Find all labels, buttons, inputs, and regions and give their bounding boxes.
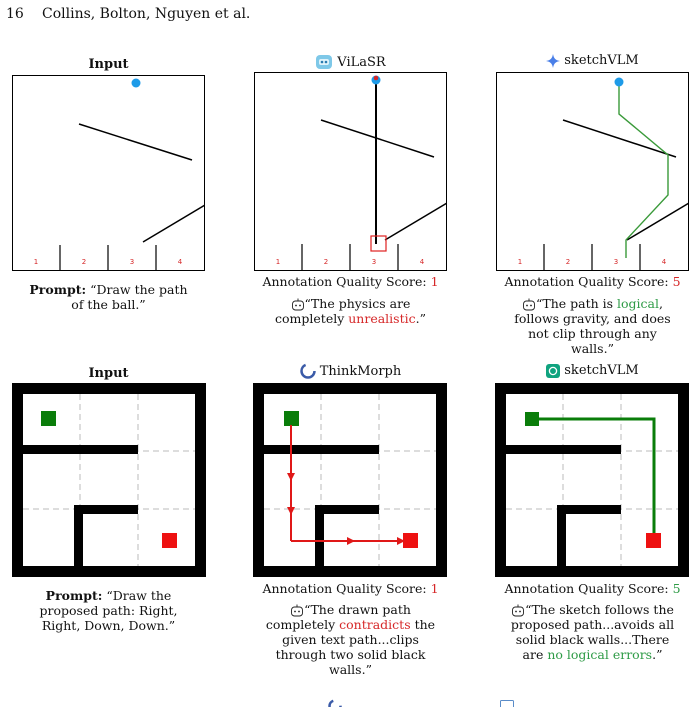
- row2-prompt: Prompt: “Draw the proposed path: Right, …: [39, 588, 178, 633]
- bin-label: 1: [518, 258, 522, 266]
- bin-label: 2: [82, 258, 86, 266]
- judge-robot-icon: [291, 604, 304, 617]
- row1-input-title: Input: [88, 57, 129, 72]
- bin-label: 2: [324, 258, 328, 266]
- goal-square: [646, 533, 661, 548]
- goal-square: [403, 533, 418, 548]
- row2-input-maze: [12, 383, 206, 577]
- predicted-path: [618, 82, 669, 258]
- bin-label: 1: [34, 258, 38, 266]
- bin-label: 2: [566, 258, 570, 266]
- start-square: [284, 411, 299, 426]
- start-square: [525, 412, 539, 426]
- row2-thinkmorph-title: ThinkMorph: [254, 363, 447, 379]
- bin-label: 3: [130, 258, 134, 266]
- annotation-box: [370, 235, 387, 252]
- judge-robot-icon: [523, 298, 535, 311]
- row2-thinkmorph-score: Annotation Quality Score: 1: [262, 581, 439, 596]
- row2-thinkmorph-comment: “The drawn path completely contradicts t…: [265, 602, 436, 677]
- row1-input-panel: 1 2 3 4: [12, 75, 205, 271]
- bin-label: 4: [662, 258, 667, 266]
- bin-label: 3: [614, 258, 618, 266]
- predicted-path: [287, 425, 405, 545]
- row2-input-title: Input: [88, 366, 129, 381]
- start-square: [41, 411, 56, 426]
- row2-thinkmorph-maze: [253, 383, 447, 577]
- row2-sketchvlm-title: sketchVLM: [496, 363, 689, 378]
- ball: [614, 77, 624, 87]
- row1-vilasr-score: Annotation Quality Score: 1: [262, 274, 439, 289]
- goal-square: [162, 533, 177, 548]
- row1-sketchvlm-score: Annotation Quality Score: 5: [504, 274, 681, 289]
- page-number: 16: [6, 6, 24, 22]
- bin-label: 4: [178, 258, 183, 266]
- thinkmorph-logo-icon: [328, 699, 342, 707]
- row2-sketchvlm-comment: “The sketch follows the proposed path...…: [510, 602, 675, 662]
- robot-icon: [316, 55, 333, 69]
- bin-label: 4: [420, 258, 425, 266]
- row1-sketchvlm-comment: “The path is logical, follows gravity, a…: [514, 296, 671, 356]
- running-authors: Collins, Bolton, Nguyen et al.: [42, 6, 251, 22]
- row2-sketchvlm-score: Annotation Quality Score: 5: [504, 581, 681, 596]
- ball: [131, 78, 141, 88]
- robot-icon: [500, 700, 514, 707]
- row1-sketchvlm-panel: 1 2 3 4: [496, 72, 689, 271]
- row2-sketchvlm-maze: [495, 383, 689, 577]
- row1-sketchvlm-title: sketchVLM: [496, 53, 689, 68]
- row1-vilasr-panel: 1 2 3 4: [254, 72, 447, 271]
- gemini-star-icon: [546, 53, 561, 68]
- predicted-path: [532, 417, 656, 541]
- row1-vilasr-title: ViLaSR: [254, 53, 447, 71]
- judge-robot-icon: [291, 298, 304, 311]
- row1-prompt: Prompt: “Draw the path of the ball.”: [29, 282, 188, 312]
- row1-vilasr-comment: “The physics are completely unrealistic.…: [275, 296, 426, 326]
- bin-label: 3: [372, 258, 376, 266]
- thinkmorph-logo-icon: [300, 363, 316, 379]
- openai-logo-icon: [546, 363, 561, 378]
- bin-label: 1: [276, 258, 280, 266]
- judge-robot-icon: [512, 604, 525, 617]
